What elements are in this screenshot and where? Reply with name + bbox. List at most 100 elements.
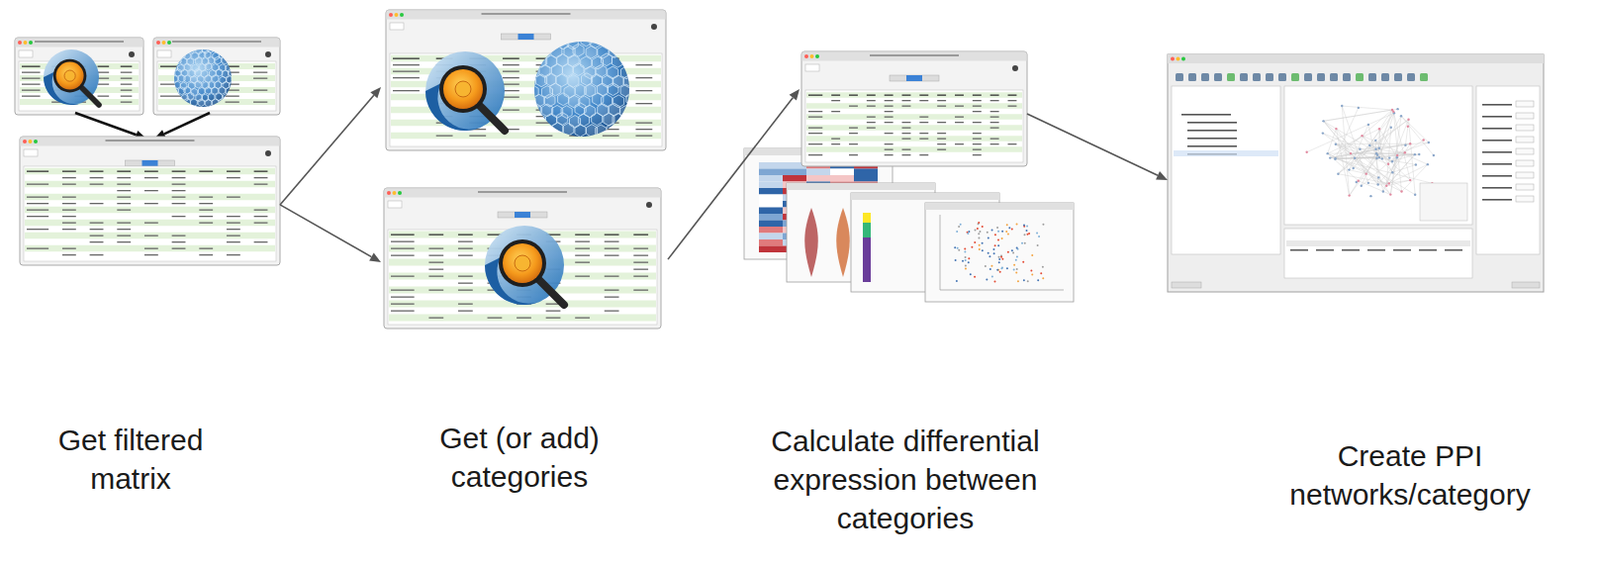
sphere-cell xyxy=(231,51,239,60)
heat-cell xyxy=(853,169,878,177)
heat-cell xyxy=(830,175,854,183)
network-edge xyxy=(1329,135,1362,158)
cell-text xyxy=(390,255,415,257)
cell-sphere xyxy=(163,44,244,107)
cell-text xyxy=(390,289,415,291)
sphere-cell xyxy=(228,69,236,78)
heat-cell xyxy=(758,194,783,202)
panel-text xyxy=(1482,103,1512,106)
cell-text xyxy=(390,248,415,250)
sphere-cell xyxy=(194,57,202,66)
title-bar xyxy=(386,10,666,20)
sphere-cell xyxy=(530,125,542,139)
tree-item xyxy=(1187,137,1237,140)
network-node xyxy=(1334,127,1337,130)
sphere-cell xyxy=(522,112,534,126)
network-edge xyxy=(1389,154,1415,184)
network-node xyxy=(1387,163,1390,166)
scatter-dot xyxy=(981,242,984,245)
magnifier-ring xyxy=(498,239,547,287)
violin-shape xyxy=(804,207,819,278)
network-edge xyxy=(1349,148,1380,196)
scatter-dot xyxy=(964,265,967,268)
network-edge xyxy=(1334,159,1432,185)
panel-text xyxy=(1482,163,1512,166)
toolbar-icon xyxy=(1291,73,1300,82)
sphere-cell xyxy=(163,98,171,107)
cell-text xyxy=(90,177,104,179)
panel-text xyxy=(1482,151,1512,154)
network-edge xyxy=(1378,180,1412,185)
sphere-cell xyxy=(519,122,531,136)
status-bar xyxy=(1171,282,1202,288)
scatter-dot xyxy=(957,225,960,228)
sphere-cell xyxy=(612,112,624,126)
cell-text xyxy=(392,64,420,66)
window-frame xyxy=(19,136,281,266)
sphere-cell xyxy=(632,44,644,58)
network-edge xyxy=(1323,108,1399,121)
network-edge xyxy=(1389,154,1415,184)
network-edge xyxy=(1350,153,1391,194)
app-logo xyxy=(425,51,505,131)
sphere-cell xyxy=(563,122,574,136)
cell-text xyxy=(392,58,420,60)
network-node xyxy=(1390,126,1393,129)
network-node xyxy=(1351,167,1354,170)
panel-field xyxy=(1515,112,1534,119)
cell-text xyxy=(428,262,444,264)
table-row xyxy=(806,146,1023,153)
sphere-cell xyxy=(204,98,212,107)
network-node xyxy=(1378,127,1381,130)
network-node xyxy=(1385,185,1388,188)
cell-text xyxy=(919,132,929,134)
flow-arrow xyxy=(280,87,381,205)
cell-text xyxy=(990,94,1000,96)
arrow-line xyxy=(75,112,137,135)
network-node xyxy=(1374,139,1377,142)
sphere-cell xyxy=(221,56,229,65)
cell-text xyxy=(808,154,823,156)
arrow-head xyxy=(1155,171,1168,181)
network-node xyxy=(1404,144,1407,147)
scatter-dot xyxy=(967,230,970,233)
window-frame xyxy=(14,37,144,115)
scatter-dot xyxy=(997,269,1000,272)
cell-text xyxy=(990,116,1000,118)
sphere-cell xyxy=(524,94,536,108)
cell-text xyxy=(884,149,894,151)
cell-text xyxy=(116,202,131,204)
network-node xyxy=(1400,114,1403,117)
logo-swirl xyxy=(425,51,505,131)
network-node xyxy=(1414,163,1417,166)
cell-text xyxy=(62,209,77,211)
cell-text xyxy=(502,96,520,98)
sphere-cell xyxy=(619,45,631,59)
heat-cell xyxy=(806,175,831,183)
scatter-dot xyxy=(1016,246,1019,249)
network-node xyxy=(1321,131,1324,134)
cell-text xyxy=(428,289,444,291)
network-node xyxy=(1374,148,1377,151)
sphere-cell xyxy=(626,93,638,106)
cell-text xyxy=(254,222,269,224)
cell-text xyxy=(226,196,241,198)
cell-text xyxy=(120,84,133,86)
network-edge xyxy=(1335,128,1349,195)
heat-cell xyxy=(758,169,783,177)
sphere-cell xyxy=(595,124,607,138)
sphere-cell xyxy=(211,98,219,107)
network-node xyxy=(1368,144,1371,147)
sphere-cell xyxy=(232,99,240,108)
sphere-cell xyxy=(222,45,230,54)
toolbar-icon xyxy=(1394,73,1403,82)
scatter-dot xyxy=(1015,271,1018,274)
cell-text xyxy=(604,310,620,312)
cell-text xyxy=(902,149,912,151)
scatter-dot xyxy=(999,271,1002,274)
lens-center xyxy=(64,70,76,82)
cell-text xyxy=(458,282,473,284)
cell-text xyxy=(808,110,823,112)
cell-text xyxy=(428,276,444,278)
